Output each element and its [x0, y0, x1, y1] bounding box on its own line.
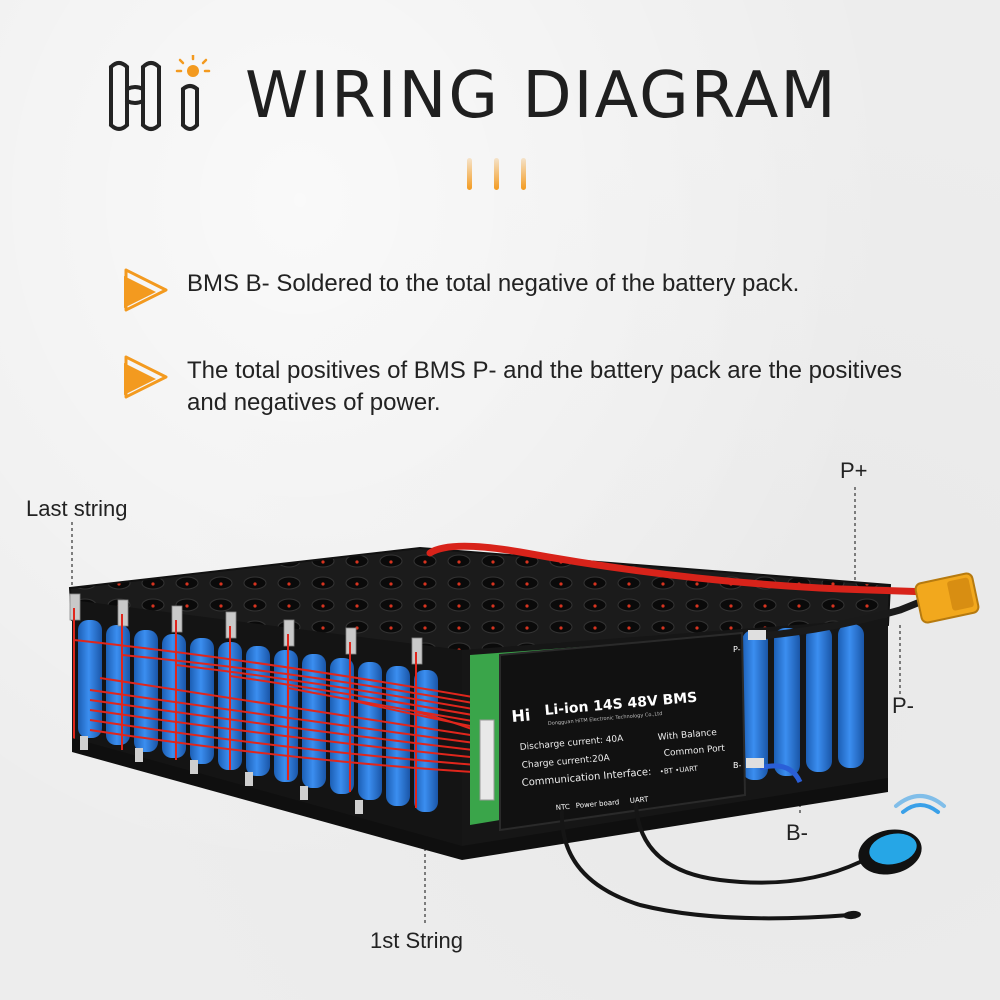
- xt-connector-icon: [914, 572, 980, 624]
- bms-wire-p: P-: [733, 645, 741, 654]
- bms-port-power: Power board: [575, 798, 619, 810]
- bluetooth-module-icon: [858, 829, 922, 875]
- bms-brand: Hi: [511, 705, 531, 726]
- bms-port-ntc: NTC: [555, 803, 570, 812]
- bms-port-uart: UART: [629, 795, 649, 805]
- label-b-minus: B-: [786, 820, 808, 845]
- title-accent-bars: [467, 158, 526, 190]
- label-first-string: 1st String: [370, 928, 463, 953]
- bullet-text: BMS B- Soldered to the total negative of…: [187, 270, 800, 297]
- triangle-bullet-icon: [124, 355, 168, 399]
- bms-wire-b: B-: [733, 761, 741, 770]
- brand-logo-icon: [109, 55, 211, 131]
- triangle-bullet-icon: [124, 268, 168, 312]
- bms-comm-opts: •BT •UART: [659, 765, 698, 776]
- label-p-plus: P+: [840, 458, 868, 483]
- battery-cells-right: [742, 624, 864, 780]
- bms-board: Hi Li-ion 14S 48V BMS Dongguan HiTM Elec…: [470, 631, 747, 832]
- label-last-string: Last string: [26, 496, 128, 521]
- header: WIRING DIAGRAM: [105, 55, 905, 135]
- wireless-signal-icon: [894, 794, 946, 814]
- page-title: WIRING DIAGRAM: [245, 59, 838, 133]
- bullet-text: The total positives of BMS P- and the ba…: [187, 357, 903, 416]
- label-p-minus: P-: [892, 693, 914, 718]
- battery-pack-diagram: Hi Li-ion 14S 48V BMS Dongguan HiTM Elec…: [68, 487, 980, 925]
